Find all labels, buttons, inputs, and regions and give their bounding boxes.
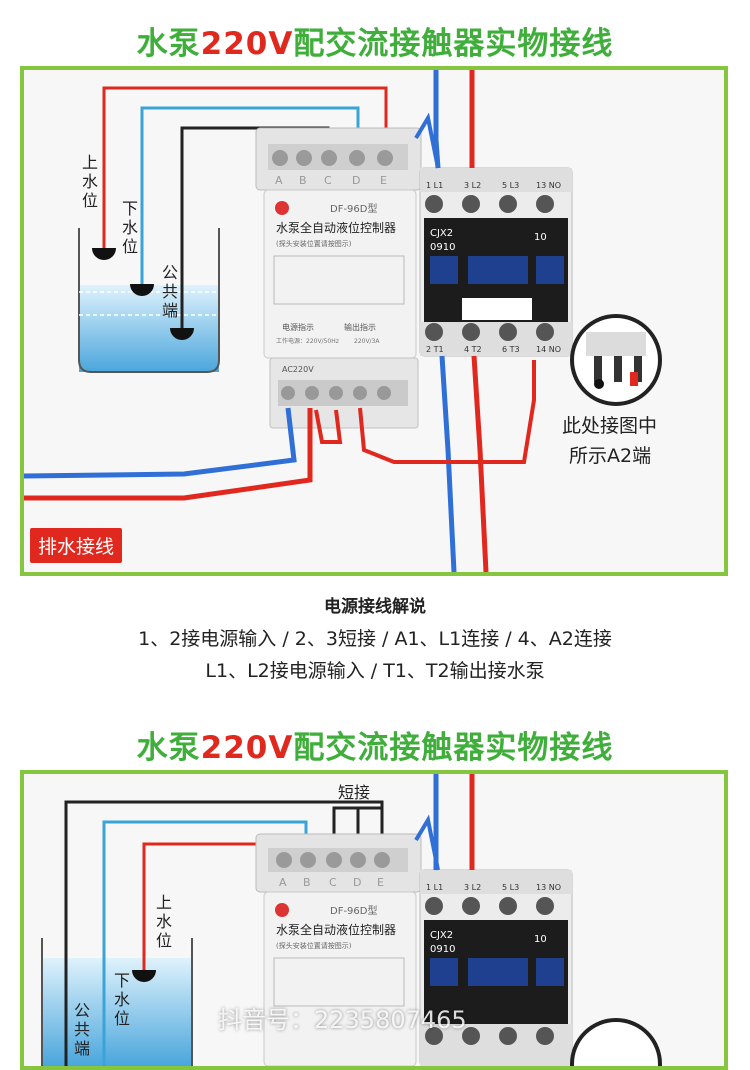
- contactor-terminal-l1: 1 L1: [426, 181, 443, 190]
- upper-level-label-1: 上: [82, 153, 98, 172]
- contactor2-terminal-l3: 5 L3: [502, 883, 519, 892]
- water-tank: [78, 228, 220, 373]
- black-probe-wire-2: [64, 800, 384, 1066]
- lower-level-label-3: 位: [122, 237, 138, 256]
- contactor2-terminal-13no: 13 NO: [536, 883, 561, 892]
- terminal-c: C: [324, 174, 332, 187]
- upper-level-label-3: 位: [82, 191, 98, 210]
- section2-title: 水泵220V配交流接触器实物接线: [136, 730, 614, 766]
- callout-line-1: 此处接图中: [562, 415, 657, 437]
- upper-level-label-2-3: 位: [156, 931, 172, 950]
- terminal-a: A: [275, 174, 283, 187]
- terminal-a-2: A: [279, 876, 287, 889]
- lower-probe: [130, 284, 154, 296]
- contactor-terminal-t1: 2 T1: [426, 345, 444, 354]
- ac-contactor: 1 L1 3 L2 5 L3 13 NO CJX2 0910 10 2 T1 4…: [419, 167, 573, 357]
- terminal-d: D: [352, 174, 360, 187]
- common-label-1: 公: [162, 263, 178, 282]
- contactor2-terminal-l2: 3 L2: [464, 883, 481, 892]
- explanation-heading: 电源接线解说: [324, 597, 426, 617]
- blue-loop-wire-2: [414, 814, 440, 871]
- contactor-terminal-13no: 13 NO: [536, 181, 561, 190]
- contactor2-terminal-l1: 1 L1: [426, 883, 443, 892]
- explanation-line-1: 1、2接电源输入 / 2、3短接 / A1、L1连接 / 4、A2连接: [138, 628, 612, 650]
- ac-contactor-2: 1 L1 3 L2 5 L3 13 NO CJX2 0910 10: [419, 869, 573, 1066]
- lower-level-label-2-2: 水: [114, 990, 130, 1009]
- blue-loop-wire: [414, 112, 440, 169]
- controller-model-2: DF-96D型: [330, 904, 378, 917]
- contactor-terminal-t2: 4 T2: [464, 345, 482, 354]
- magnifier-callout: 此处接图中 所示A2端: [562, 314, 662, 467]
- level-controller-2: A B C D E DF-96D型 水泵全自动液位控制器 (探头安装位置请按图示…: [255, 833, 422, 1066]
- controller-sub: (探头安装位置请按图示): [276, 239, 352, 248]
- section1-title: 水泵220V配交流接触器实物接线: [136, 26, 614, 62]
- upper-probe: [92, 248, 116, 260]
- terminal-e-2: E: [377, 876, 384, 889]
- upper-probe-2: [132, 970, 156, 982]
- callout-line-2: 所示A2端: [569, 445, 651, 467]
- controller-sub-2: (探头安装位置请按图示): [276, 941, 352, 950]
- level-controller: A B C D E DF-96D型 水泵全自动液位控制器 (探头安装位置请按图示…: [255, 127, 422, 429]
- contactor-terminal-l3: 5 L3: [502, 181, 519, 190]
- blue-power-wire: [24, 407, 297, 479]
- controller-name: 水泵全自动液位控制器: [276, 220, 396, 235]
- controller-name-2: 水泵全自动液位控制器: [276, 922, 396, 937]
- output-indicator-label: 输出指示: [344, 322, 376, 332]
- red-wire-output: [471, 355, 489, 572]
- explanation-line-2: L1、L2接电源输入 / T1、T2输出接水泵: [205, 660, 545, 682]
- magnifier-callout-2: [570, 1018, 662, 1066]
- voltage-label: 工作电源：220V/50Hz: [276, 337, 339, 345]
- contactor2-code: 0910: [430, 944, 455, 955]
- contactor-terminal-t3: 6 T3: [502, 345, 520, 354]
- common-probe: [170, 328, 194, 340]
- ac220v-label: AC220V: [282, 365, 314, 374]
- short-link-label: 短接: [338, 783, 370, 802]
- common-label-2: 共: [162, 282, 178, 301]
- terminal-e: E: [380, 174, 387, 187]
- upper-level-label-2-1: 上: [156, 893, 172, 912]
- power-indicator-label: 电源指示: [282, 322, 314, 332]
- contactor-terminal-14no: 14 NO: [536, 345, 561, 354]
- wiring-diagram-1: 上 水 位 下 水 位 公 共 端 A B C D E DF-96D型 水泵全自…: [24, 70, 662, 572]
- red-short-wire: [314, 409, 343, 444]
- terminal-b-2: B: [303, 876, 311, 889]
- lower-level-label-2: 水: [122, 218, 138, 237]
- upper-level-label-2: 水: [82, 172, 98, 191]
- lower-level-label-1: 下: [122, 199, 138, 218]
- wiring-photo-panel-1: 上 水 位 下 水 位 公 共 端 A B C D E DF-96D型 水泵全自…: [20, 66, 728, 576]
- common-label-3: 端: [162, 301, 178, 320]
- rating-label: 220V/3A: [354, 338, 380, 345]
- common-label-2-2: 共: [74, 1020, 90, 1039]
- terminal-b: B: [299, 174, 307, 187]
- contactor-rating: 10: [534, 232, 547, 243]
- upper-level-label-2-2: 水: [156, 912, 172, 931]
- contactor2-rating: 10: [534, 934, 547, 945]
- red-probe-wire: [102, 86, 388, 248]
- common-label-2-3: 端: [74, 1039, 90, 1058]
- common-label-2-1: 公: [74, 1001, 90, 1020]
- lower-level-label-2-3: 位: [114, 1009, 130, 1028]
- lower-level-label-2-1: 下: [114, 971, 130, 990]
- watermark: 抖音号：2235807465: [218, 1006, 467, 1034]
- terminal-c-2: C: [329, 876, 337, 889]
- contactor-terminal-l2: 3 L2: [464, 181, 481, 190]
- contactor-code: 0910: [430, 242, 455, 253]
- red-a2-wire: [358, 360, 536, 464]
- red-power-wire: [24, 408, 313, 501]
- blue-wire-output: [439, 355, 457, 572]
- contactor-model: CJX2: [430, 228, 453, 239]
- contactor2-model: CJX2: [430, 930, 453, 941]
- controller-model: DF-96D型: [330, 202, 378, 215]
- drainage-wiring-tag: 排水接线: [30, 528, 123, 563]
- terminal-d-2: D: [353, 876, 361, 889]
